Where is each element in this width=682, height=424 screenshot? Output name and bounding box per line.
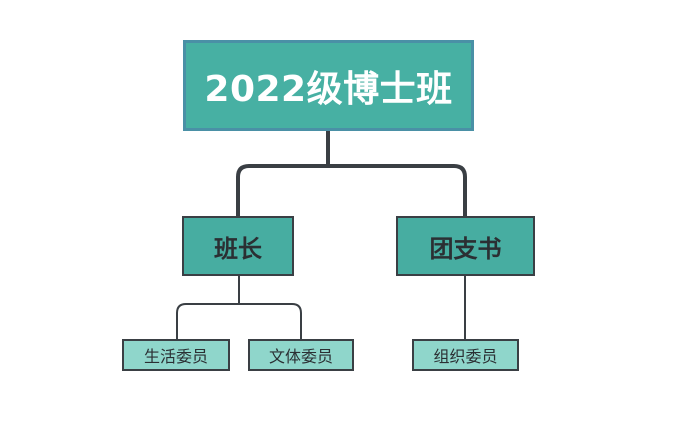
branch-label: 班长 [214, 234, 262, 263]
branch-label: 团支书 [429, 234, 502, 263]
connector-root-branches [236, 164, 467, 216]
leaf-label: 文体委员 [268, 347, 333, 366]
branch-node-banzhang: 班长 [182, 216, 294, 276]
leaf-label: 组织委员 [433, 347, 498, 366]
branch-node-tuanzhishu: 团支书 [396, 216, 535, 276]
leaf-node-zuzhi: 组织委员 [412, 339, 519, 371]
connector-banzhang-leaves [176, 303, 302, 339]
leaf-label: 生活委员 [143, 347, 208, 366]
root-node: 2022级博士班 [183, 40, 474, 131]
root-label: 2022级博士班 [204, 68, 453, 110]
leaf-node-wenti: 文体委员 [248, 339, 354, 371]
leaf-node-shenghuo: 生活委员 [122, 339, 230, 371]
